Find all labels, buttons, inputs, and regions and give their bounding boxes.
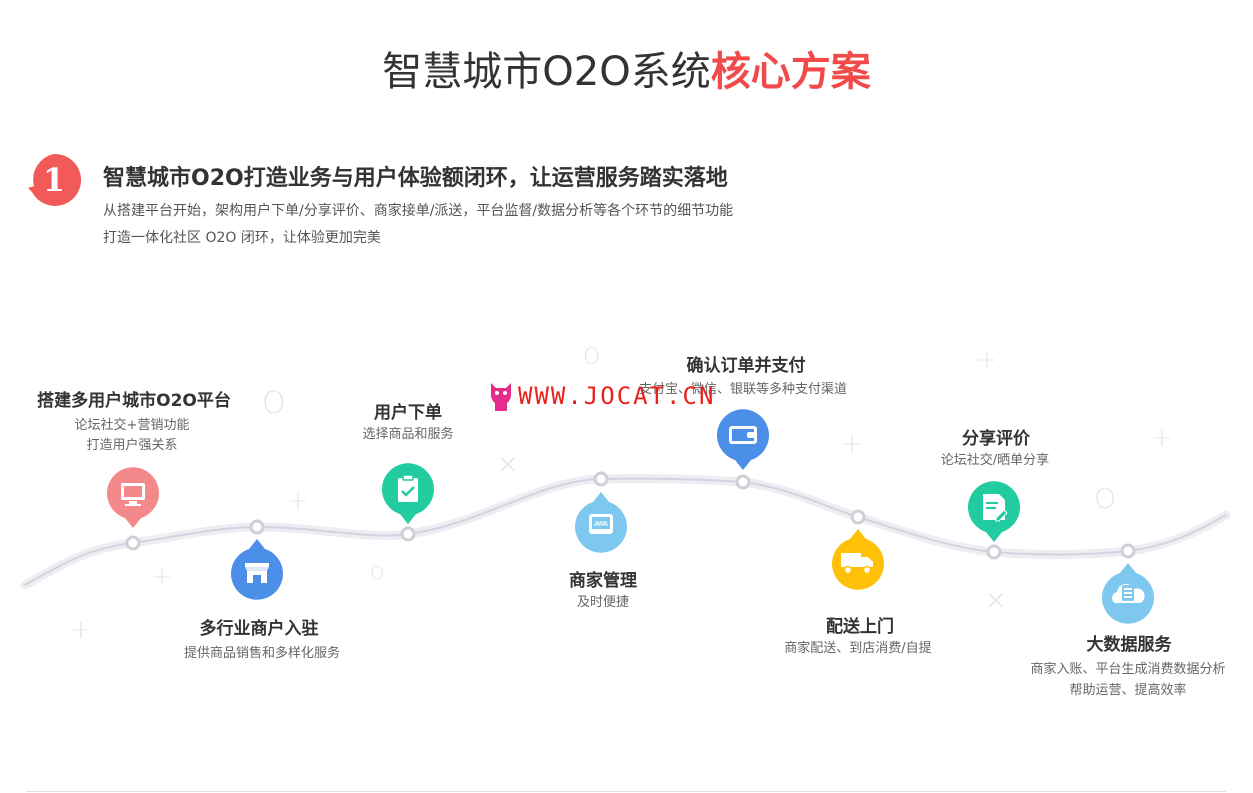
decor-circle: O	[262, 386, 286, 421]
decor-cross: ×	[984, 583, 1008, 616]
decor-cross: ×	[496, 447, 520, 480]
section-number: 1	[43, 161, 65, 199]
step-title-order: 用户下单	[374, 403, 442, 423]
decor-plus: +	[70, 615, 92, 645]
section-description-1: 从搭建平台开始，架构用户下单/分享评价、商家接单/派送，平台监督/数据分析等各个…	[103, 203, 734, 219]
step-desc-review: 论坛社交/晒单分享	[940, 453, 1050, 468]
section-description-2: 打造一体化社区 O2O 闭环，让体验更加完美	[103, 230, 381, 246]
section-heading: 智慧城市O2O打造业务与用户体验额闭环，让运营服务踏实落地	[103, 166, 728, 191]
step-title-delivery: 配送上门	[826, 617, 894, 637]
cat-logo-icon	[491, 383, 511, 411]
watermark: WWW.JOCAT.CN	[488, 378, 715, 414]
step-title-platform: 搭建多用户城市O2O平台	[37, 391, 231, 411]
node-order	[400, 526, 416, 542]
monitor-icon	[107, 467, 159, 528]
document-edit-icon	[968, 481, 1020, 542]
step-title-review: 分享评价	[962, 429, 1030, 449]
bottom-divider	[26, 791, 1226, 792]
step-desc-platform-2: 打造用户强关系	[86, 438, 178, 453]
step-desc-pay: 支付宝、微信、银联等多种支付渠道	[638, 382, 848, 397]
box-icon	[575, 492, 627, 553]
step-desc-manage: 及时便捷	[576, 595, 630, 610]
wallet-icon	[717, 409, 769, 470]
step-desc-merchant: 提供商品销售和多样化服务	[183, 646, 341, 661]
step-title-pay: 确认订单并支付	[686, 356, 806, 376]
node-platform	[125, 535, 141, 551]
node-delivery	[850, 509, 866, 525]
step-desc-bigdata-1: 商家入账、平台生成消费数据分析	[1030, 662, 1226, 677]
decor-plus: +	[1151, 423, 1173, 453]
section-number-badge: 1	[28, 153, 82, 206]
database-cloud-icon	[1102, 563, 1154, 624]
page-title: 智慧城市O2O系统核心方案	[0, 44, 1253, 100]
node-review	[986, 544, 1002, 560]
watermark-text: WWW.JOCAT.CN	[518, 382, 716, 410]
step-desc-platform-1: 论坛社交+营销功能	[74, 418, 190, 433]
title-main: 智慧城市O2O系统	[382, 49, 711, 95]
truck-icon	[832, 529, 884, 590]
node-manage	[593, 471, 609, 487]
title-highlight: 核心方案	[710, 49, 871, 95]
decor-plus: +	[976, 345, 998, 375]
step-desc-order: 选择商品和服务	[362, 427, 454, 442]
node-merchant	[249, 519, 265, 535]
step-desc-delivery: 商家配送、到店消费/自提	[784, 641, 932, 656]
step-title-merchant: 多行业商户入驻	[199, 619, 319, 639]
store-icon	[231, 539, 283, 600]
step-title-bigdata: 大数据服务	[1086, 635, 1172, 655]
decor-plus: +	[151, 562, 173, 592]
decor-circle: O	[1094, 482, 1117, 515]
node-bigdata	[1120, 543, 1136, 559]
step-desc-bigdata-2: 帮助运营、提高效率	[1069, 683, 1187, 698]
decor-circle: O	[370, 563, 385, 584]
decor-plus: +	[287, 486, 309, 516]
decor-plus: +	[841, 429, 863, 459]
node-pay	[735, 474, 751, 490]
clipboard-check-icon	[382, 463, 434, 524]
decor-circle: O	[583, 345, 601, 370]
step-title-manage: 商家管理	[569, 571, 637, 591]
